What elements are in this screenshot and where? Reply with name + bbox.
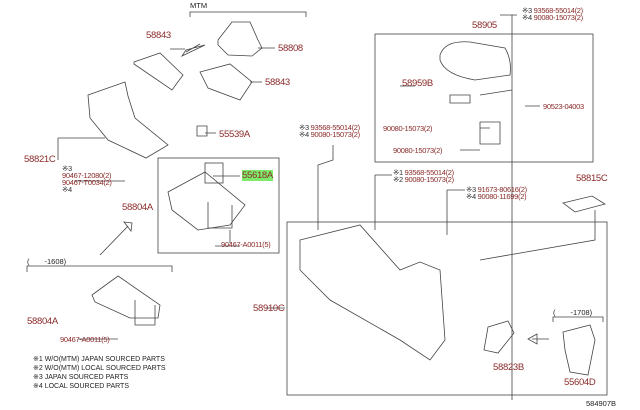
fastener-group-c34: ※3 91673-80616(2) ※4 90080-11699(2) (466, 185, 527, 201)
mark: ※3 (62, 164, 72, 173)
mtm-bracket (189, 11, 307, 17)
part-55539A (196, 125, 208, 137)
part-label[interactable]: 90467-12080(2) (62, 171, 112, 180)
part-58823B (483, 320, 515, 354)
part-label[interactable]: 58804A (27, 316, 58, 327)
part-label[interactable]: 90080-11699(2) (477, 192, 527, 201)
legend-note: ※2 W/O(MTM) LOCAL SOURCED PARTS (33, 365, 166, 372)
part-58815C (562, 195, 607, 213)
part-label[interactable]: 58843 (265, 77, 290, 88)
part-label[interactable]: 55539A (219, 129, 250, 140)
shift-bezel-2 (199, 63, 253, 101)
part-label[interactable]: 90080-15073(2) (383, 124, 433, 133)
part-label[interactable]: 90080-15073(2) (393, 146, 443, 155)
shift-bezel (133, 52, 184, 91)
part-label[interactable]: 58815C (576, 173, 608, 184)
fastener-group-mid: ※3 93568-55014(2) ※4 90080-15073(2) (299, 123, 360, 139)
part-label[interactable]: 58821C (24, 154, 56, 165)
group-label-1608: ( -1608) (27, 257, 67, 266)
group-label-1708: ( -1708) (553, 308, 593, 317)
legend-note: ※3 JAPAN SOURCED PARTS (33, 374, 129, 381)
shift-boot (217, 21, 263, 57)
group-label-mtm: MTM (190, 1, 208, 10)
bracket-1608 (26, 265, 173, 272)
part-label[interactable]: 90080-15073(2) (310, 130, 360, 139)
mark: ※4 (466, 192, 476, 201)
part-label[interactable]: 90080-15073(2) (404, 175, 454, 184)
part-label-highlighted[interactable]: 55618A (242, 170, 273, 181)
part-label[interactable]: 93568-55014(2) (533, 6, 583, 15)
cup-holder (167, 171, 246, 231)
legend-note: ※4 LOCAL SOURCED PARTS (33, 383, 129, 390)
part-label[interactable]: 58910C (253, 303, 285, 314)
part-label[interactable]: 58804A (122, 202, 153, 213)
panel-58821C (87, 81, 169, 159)
part-label[interactable]: 90523-04003 (543, 102, 584, 111)
mark: ※4 (299, 130, 309, 139)
part-label[interactable]: 90467-A0011(5) (60, 335, 110, 344)
fastener-group-left: ※3 90467-12080(2) 90467-T0034(2) ※4 (62, 164, 112, 194)
part-label[interactable]: 91673-80616(2) (477, 185, 527, 194)
part-label[interactable]: 90467-A0011(5) (221, 240, 271, 249)
arrow-icon (527, 333, 549, 345)
part-label[interactable]: 58823B (493, 362, 524, 373)
mark: ※4 (522, 13, 532, 22)
mark: ※2 (393, 175, 403, 184)
mark: ※3 (299, 123, 309, 132)
part-label[interactable]: 55604D (564, 377, 596, 388)
bracket-1708 (552, 316, 604, 322)
part-label[interactable]: 93568-55014(2) (310, 123, 360, 132)
part-label[interactable]: 93568-55014(2) (404, 168, 454, 177)
part-label[interactable]: 58959B (402, 78, 433, 89)
part-label[interactable]: 58905 (472, 20, 497, 31)
arrow-icon (180, 43, 206, 57)
part-label[interactable]: 58843 (146, 30, 171, 41)
part-55604D (562, 324, 596, 376)
part-55618A (204, 162, 224, 184)
fastener-group-c12: ※1 93568-55014(2) ※2 90080-15073(2) (393, 168, 454, 184)
armrest-lid (439, 41, 511, 81)
figure-id: 584907B (586, 399, 617, 408)
cup-holder-2 (91, 275, 161, 319)
mark: ※4 (62, 185, 72, 194)
fastener-group-top: ※3 93568-55014(2) ※4 90080-15073(2) (522, 6, 583, 22)
mark: ※1 (393, 168, 403, 177)
mark: ※3 (466, 185, 476, 194)
box-58905 (374, 33, 594, 163)
part-label[interactable]: 58808 (278, 43, 303, 54)
box-55618A (157, 157, 280, 254)
legend-note: ※1 W/O(MTM) JAPAN SOURCED PARTS (33, 356, 165, 363)
part-label[interactable]: 90467-T0034(2) (62, 178, 112, 187)
mark: ※3 (522, 6, 532, 15)
part-label[interactable]: 90080-15073(2) (533, 13, 583, 22)
arrow-icon (99, 221, 133, 256)
console-body (299, 224, 446, 361)
